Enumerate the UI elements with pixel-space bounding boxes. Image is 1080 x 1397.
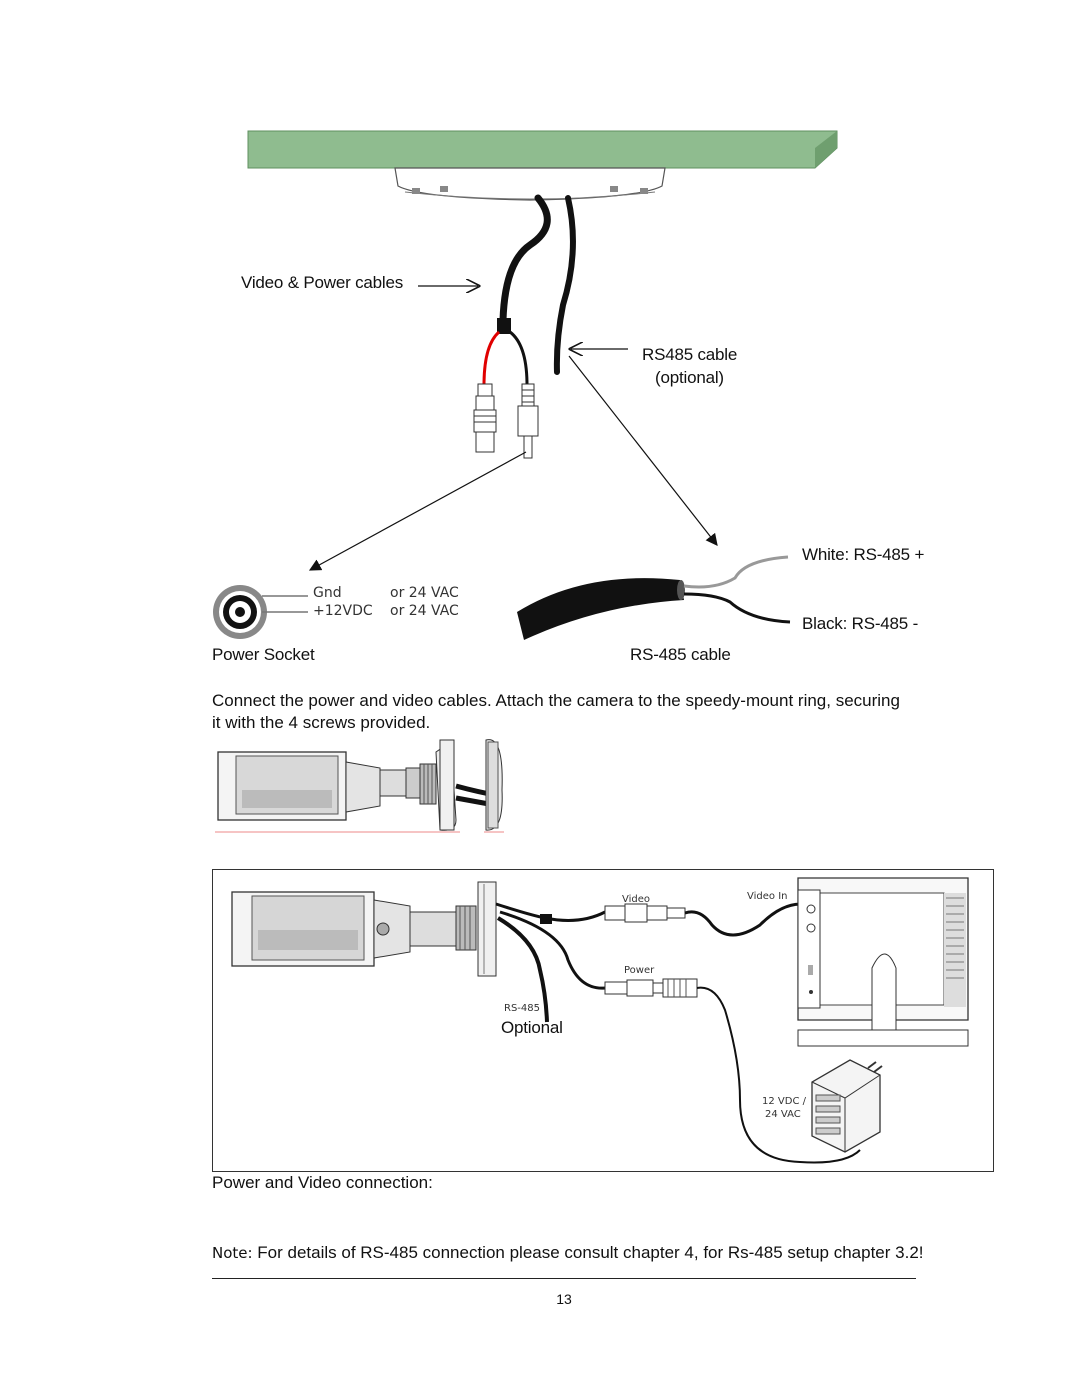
video-bnc-connector [604,903,686,923]
video-power-cable [499,194,551,324]
socket-pos-label: +12VDC [313,603,373,619]
note-label: Note: [212,1244,253,1262]
rs485-cable [553,195,576,375]
connection-diagram-frame [212,869,994,1172]
white-rs485-plus-label: White: RS-485 + [802,545,925,564]
page-number: 13 [556,1291,572,1307]
arrow-to-power-socket [308,451,527,571]
bnc-connector [473,383,497,453]
rs485-cable-end [517,555,791,640]
rs485-optional-label: (optional) [655,368,724,387]
socket-pos-alt-label: or 24 VAC [390,603,459,619]
white-wire [683,555,789,589]
power-wire-red [482,330,501,386]
video-power-cables-label: Video & Power cables [241,273,404,292]
power-socket-label: Power Socket [212,645,315,664]
arrow-to-rs485-end [568,355,718,546]
power-dc-connector [604,978,698,998]
power-adapter-icon [811,1059,883,1153]
supply-label-line1: 12 VDC / [762,1096,806,1107]
socket-gnd-alt-label: or 24 VAC [390,585,459,601]
instruction-text: Connect the power and video cables. Atta… [212,691,900,732]
note-text: For details of RS-485 connection please … [252,1243,924,1262]
mount-wiring-diagram [213,130,838,640]
black-rs485-minus-label: Black: RS-485 - [802,614,919,633]
power-socket-icon [213,585,308,639]
optional-label: Optional [501,1018,563,1037]
camera-side-view [215,739,504,833]
dc-connector [517,383,539,459]
rs485-cable-label: RS485 cable [642,345,738,364]
footer-rule [212,1278,916,1279]
figure-caption: Power and Video connection: [212,1173,433,1192]
power-label: Power [624,965,655,976]
monitor-icon [797,877,969,1047]
supply-label-line2: 24 VAC [765,1109,801,1120]
socket-gnd-label: Gnd [313,585,342,601]
black-wire [683,592,791,624]
rs485-cable-caption: RS-485 cable [630,645,731,664]
video-label: Video [622,894,651,905]
rs485-small-label: RS-485 [504,1003,540,1014]
note-paragraph: Note: For details of RS-485 connection p… [212,1243,924,1263]
video-in-label: Video In [747,891,788,902]
power-video-connection-diagram [231,877,969,1164]
